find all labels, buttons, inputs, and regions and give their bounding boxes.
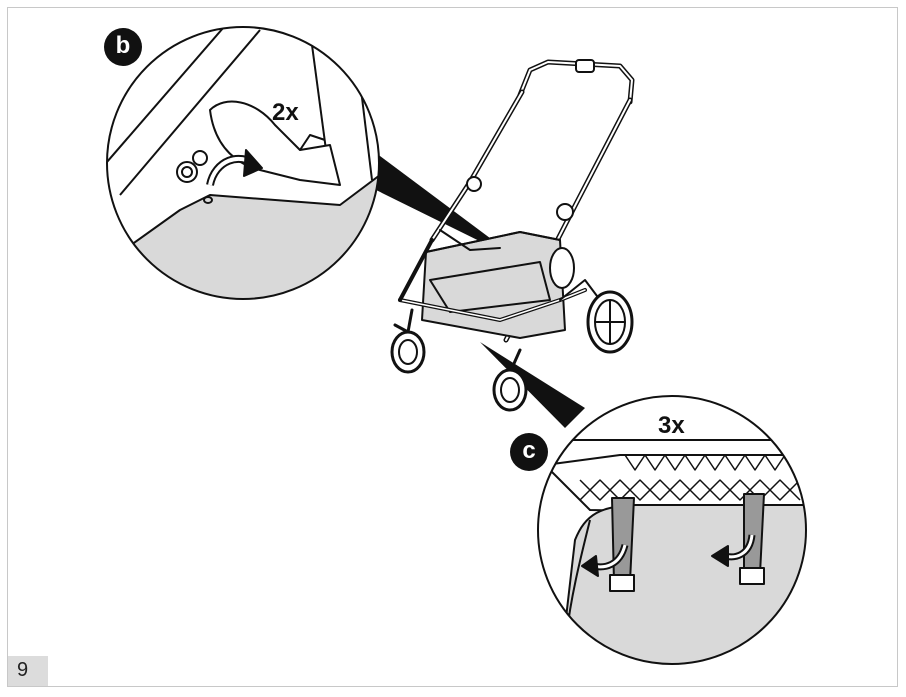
callout-b-leader <box>372 150 522 262</box>
page-frame <box>7 7 898 687</box>
step-c-count: 3x <box>658 412 685 439</box>
step-b-count: 2x <box>272 99 299 126</box>
page-number: 9 <box>17 659 29 681</box>
step-b-badge: b <box>104 28 142 66</box>
stroller <box>390 59 635 412</box>
callout-b <box>106 26 380 300</box>
callout-c <box>537 395 807 665</box>
step-c-badge: c <box>510 433 548 471</box>
page-number-tab <box>8 656 48 686</box>
